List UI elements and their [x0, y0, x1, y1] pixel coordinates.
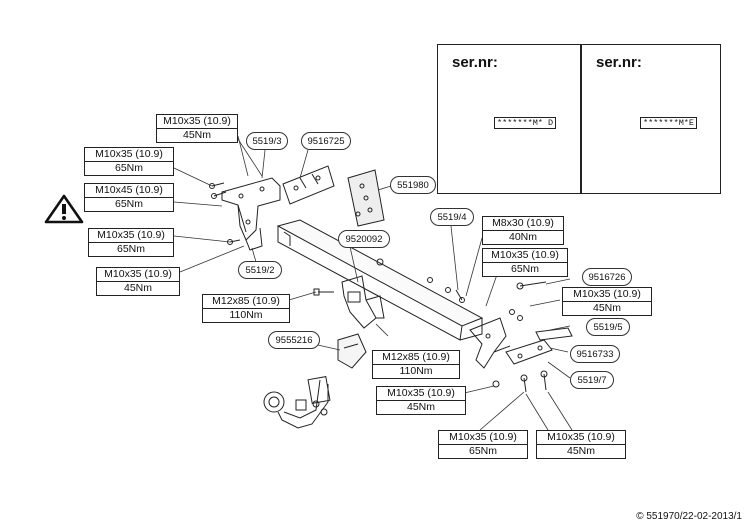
torque-spec: M10x35 (10.9) 65Nm [84, 147, 174, 176]
bolt-size: M10x35 (10.9) [157, 115, 237, 129]
small-plate [505, 327, 573, 365]
bolt-size: M10x35 (10.9) [377, 387, 465, 401]
torque-value: 110Nm [399, 365, 433, 377]
part-tag-9555216: 9555216 [268, 331, 320, 349]
bolt-size: M12x85 (10.9) [373, 351, 459, 365]
torque-spec: M10x45 (10.9) 65Nm [84, 183, 174, 212]
part-tag-551980: 551980 [390, 176, 436, 194]
bolt-size: M10x35 (10.9) [563, 288, 651, 302]
part-tag-5519-3: 5519/3 [246, 132, 288, 150]
torque-value: 65Nm [510, 263, 539, 275]
bolt-size: M10x35 (10.9) [537, 431, 625, 445]
bolt-size: M10x35 (10.9) [483, 249, 567, 263]
torque-value: 65Nm [116, 243, 145, 255]
copyright-footer: © 551970/22-02-2013/1 [636, 511, 742, 522]
part-tag-5519-7: 5519/7 [570, 371, 614, 389]
torque-spec: M12x85 (10.9) 110Nm [372, 350, 460, 379]
torque-value: 45Nm [566, 445, 595, 457]
part-tag-5519-2: 5519/2 [238, 261, 282, 279]
bolt-size: M10x45 (10.9) [85, 184, 173, 198]
serial-stamp: *******M*E [640, 117, 698, 129]
torque-value: 45Nm [406, 401, 435, 413]
bolt-size: M10x35 (10.9) [89, 229, 173, 243]
torque-value: 65Nm [468, 445, 497, 457]
torque-spec: M12x85 (10.9) 110Nm [202, 294, 290, 323]
torque-value: 45Nm [123, 282, 152, 294]
socket-box [337, 333, 367, 369]
tow-ball-neck [263, 376, 331, 429]
bolt-size: M10x35 (10.9) [439, 431, 527, 445]
torque-spec: M10x35 (10.9) 65Nm [88, 228, 174, 257]
serial-number-label: ser.nr: [596, 54, 642, 71]
torque-spec: M10x35 (10.9) 65Nm [438, 430, 528, 459]
center-bracket [341, 275, 385, 329]
torque-value: 65Nm [114, 162, 143, 174]
part-tag-5519-5: 5519/5 [586, 318, 630, 336]
cover-plate [347, 169, 385, 227]
torque-value: 40Nm [508, 231, 537, 243]
part-tag-9516725: 9516725 [301, 132, 351, 150]
part-tag-5519-4: 5519/4 [430, 208, 474, 226]
bolt-size: M12x85 (10.9) [203, 295, 289, 309]
serial-number-label: ser.nr: [452, 54, 498, 71]
torque-value: 45Nm [182, 129, 211, 141]
left-bracket [221, 177, 281, 251]
leader-lines [173, 135, 573, 431]
torque-value: 110Nm [229, 309, 263, 321]
bolt-size: M8x30 (10.9) [483, 217, 563, 231]
bolt-size: M10x35 (10.9) [85, 148, 173, 162]
torque-spec: M10x35 (10.9) 65Nm [482, 248, 568, 277]
torque-spec: M10x35 (10.9) 45Nm [376, 386, 466, 415]
torque-value: 65Nm [114, 198, 143, 210]
torque-spec: M10x35 (10.9) 45Nm [96, 267, 180, 296]
bolt-size: M10x35 (10.9) [97, 268, 179, 282]
torque-spec: M8x30 (10.9) 40Nm [482, 216, 564, 245]
right-bracket [469, 317, 511, 369]
part-tag-9516733: 9516733 [570, 345, 620, 363]
serial-stamp: *******M* D [494, 117, 557, 129]
torque-spec: M10x35 (10.9) 45Nm [536, 430, 626, 459]
torque-spec: M10x35 (10.9) 45Nm [156, 114, 238, 143]
main-crossbeam [276, 219, 484, 341]
warning-icon [44, 194, 84, 224]
part-tag-9520092: 9520092 [338, 230, 390, 248]
part-tag-9516726: 9516726 [582, 268, 632, 286]
torque-value: 45Nm [592, 302, 621, 314]
torque-spec: M10x35 (10.9) 45Nm [562, 287, 652, 316]
bolts [209, 182, 548, 393]
mounting-plate [282, 165, 335, 205]
